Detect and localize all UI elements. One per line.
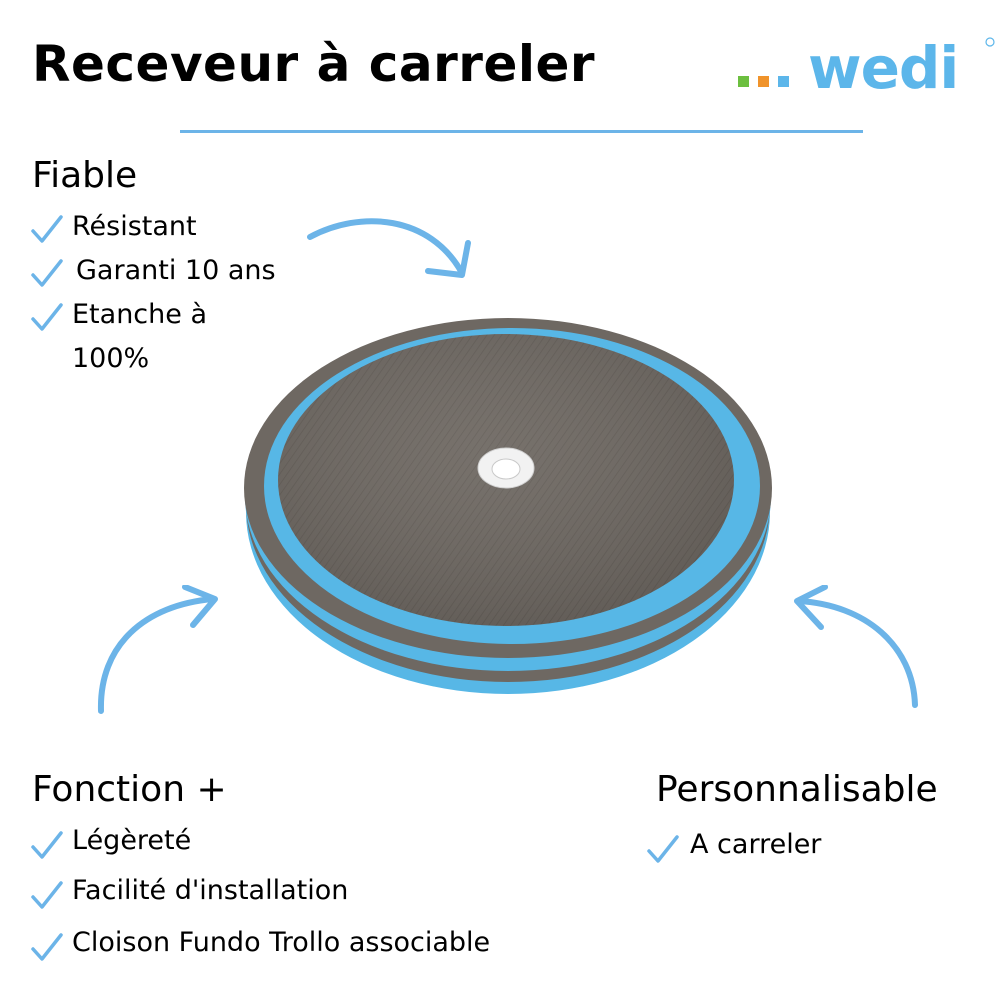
- section-heading-fonction: Fonction +: [32, 769, 227, 810]
- wedi-logo: wedi: [738, 36, 995, 96]
- registered-mark-icon: [985, 37, 995, 47]
- checkmark-icon: [31, 259, 63, 287]
- logo-dot-green: [738, 76, 749, 87]
- section-heading-fiable: Fiable: [32, 155, 138, 196]
- page-title: Receveur à carreler: [32, 35, 596, 93]
- curved-arrow-icon: [97, 585, 218, 714]
- checkmark-icon: [647, 835, 679, 863]
- checkmark-icon: [31, 881, 63, 909]
- logo-dot-orange: [758, 76, 769, 87]
- logo-dot-blue: [778, 76, 789, 87]
- section-heading-personnalisable: Personnalisable: [656, 769, 938, 810]
- checkmark-icon: [31, 303, 63, 331]
- list-item-label: Cloison Fundo Trollo associable: [72, 927, 491, 958]
- curved-arrow-icon: [307, 218, 471, 278]
- list-item-label: Facilité d'installation: [72, 875, 349, 906]
- title-divider: [180, 130, 863, 133]
- curved-arrow-icon: [794, 585, 918, 708]
- list-item-label: Etanche à: [72, 299, 207, 330]
- list-item-label: Légèreté: [72, 825, 192, 856]
- shower-tray-image: [244, 318, 772, 694]
- checkmark-icon: [31, 933, 63, 961]
- list-item-etanche-continued: 100%: [72, 343, 150, 374]
- checkmark-icon: [31, 831, 63, 859]
- logo-wordmark: wedi: [808, 36, 958, 96]
- list-item-label: Résistant: [72, 211, 197, 242]
- list-item-label: Garanti 10 ans: [76, 255, 276, 286]
- checkmark-icon: [31, 215, 63, 243]
- list-item-label: A carreler: [690, 829, 822, 860]
